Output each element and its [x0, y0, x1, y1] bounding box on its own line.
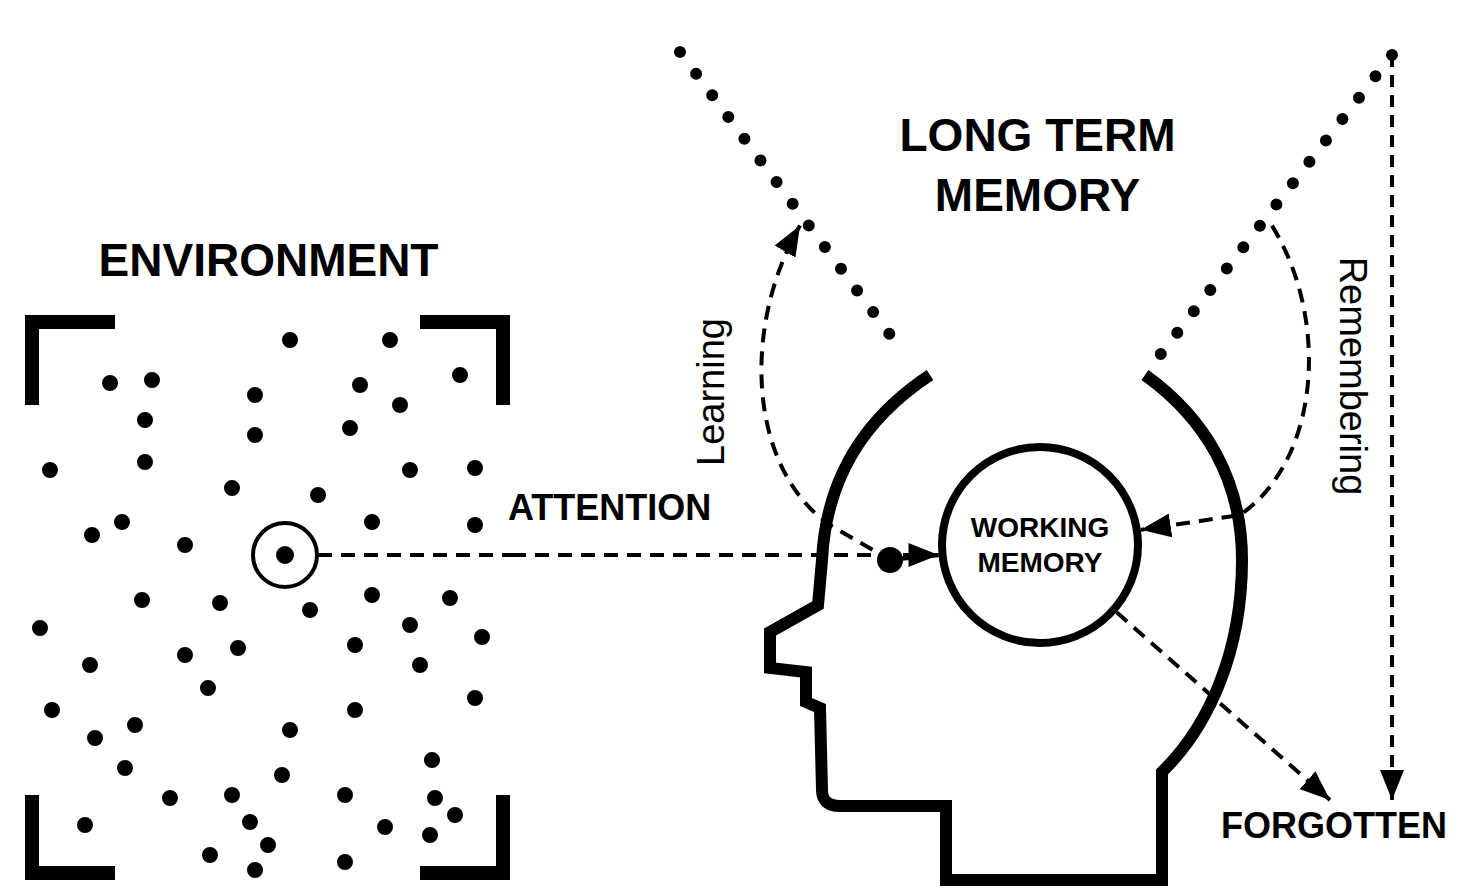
long-term-memory-region: LONG TERM MEMORY: [680, 50, 1395, 226]
focused-dot: [276, 546, 294, 564]
focus-ring: [253, 523, 317, 587]
node-label: FORGOTTEN: [1221, 804, 1447, 847]
dashed-arrow: [1141, 226, 1309, 530]
circle-outline: [938, 443, 1142, 647]
environment-bracket: [32, 322, 503, 873]
circle-outline: [942, 447, 1138, 643]
node-label: ENVIRONMENT: [25, 233, 512, 288]
dashed-arrow: [1390, 55, 1394, 800]
long-term-memory-dotted-line: [680, 52, 1392, 355]
attention-lead: [318, 553, 512, 557]
node-label: LONG TERM MEMORY: [883, 106, 1193, 226]
environment-box: ENVIRONMENT: [25, 225, 512, 885]
node-label: WORKING MEMORY: [960, 510, 1120, 580]
dashed-arrow: [761, 226, 938, 560]
forgotten-box: FORGOTTEN: [1215, 800, 1453, 851]
arrow-label: Remembering: [1329, 257, 1375, 496]
dashed-arrow: [512, 553, 938, 557]
arrow-label: ATTENTION: [508, 486, 711, 529]
head-outline: [770, 375, 1242, 880]
arrow-label: Learning: [689, 318, 735, 466]
dashed-arrow: [1117, 612, 1330, 800]
working-memory-circle: WORKING MEMORY: [938, 443, 1142, 647]
environment-dots: [40, 340, 482, 870]
